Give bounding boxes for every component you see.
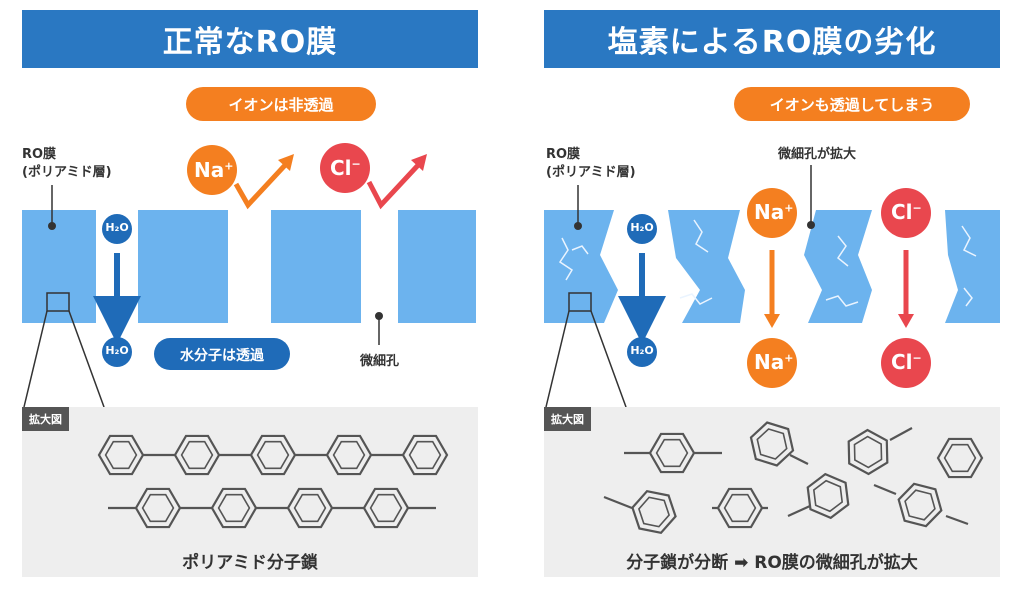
left-title: 正常なRO膜 (22, 10, 478, 68)
left-benzene-ring-row1-2 (249, 434, 297, 476)
left-pore-label: 微細孔 (360, 354, 400, 369)
right-na-top-ion (747, 188, 797, 238)
left-cl-arrow-head (411, 154, 427, 171)
right-benzene-ring-5 (631, 489, 677, 535)
right-na-arrow-head (764, 314, 780, 328)
right-title: 塩素によるRO膜の劣化 (544, 10, 1000, 68)
right-membrane-cracks (558, 219, 977, 307)
right-benzene-ring-8 (897, 482, 943, 528)
right-water-top-label: H₂O (630, 221, 654, 234)
left-ion-pill: イオンは非透過 (186, 87, 376, 121)
right-water-bottom-label: H₂O (630, 344, 654, 357)
left-water-top-icon (102, 214, 132, 244)
right-membrane-label-line2: (ポリアミド層) (546, 165, 636, 180)
right-benzene-ring-2 (749, 421, 795, 467)
right-na-bottom-ion (747, 338, 797, 388)
right-membrane (544, 210, 1000, 323)
right-cl-top-text: Cl (891, 200, 913, 224)
right-membrane-block-4 (945, 210, 1000, 323)
left-na-text: Na (194, 158, 225, 182)
right-membrane-block-3 (804, 210, 872, 323)
left-benzene-ring-row1-0 (97, 434, 145, 476)
right-benzene-ring-6 (716, 487, 764, 529)
left-water-bottom-label: H₂O (105, 344, 129, 357)
right-membrane-block-2 (668, 210, 745, 323)
left-membrane-block-3 (271, 210, 361, 323)
left-cl-ion (320, 143, 370, 193)
left-cl-label: Cl− (330, 156, 361, 180)
left-zoom-tag: 拡大図 (22, 407, 69, 431)
right-cl-top-label: Cl− (891, 200, 922, 224)
left-water-bottom-icon (102, 337, 132, 367)
right-cl-bottom-ion (881, 338, 931, 388)
left-caption: ポリアミド分子鎖 (182, 553, 318, 573)
right-pore-pointer-dot (807, 221, 815, 229)
left-zoom-panel (22, 407, 478, 577)
right-na-top-text: Na (754, 200, 785, 224)
left-membrane-label-line1: RO膜 (22, 147, 57, 162)
right-water-top-icon (627, 214, 657, 244)
left-cl-text: Cl (330, 156, 352, 180)
left-membrane (22, 210, 476, 323)
left-benzene-ring-row1-4 (401, 434, 449, 476)
left-benzene-ring-row2-2 (286, 487, 334, 529)
right-membrane-label: RO膜 (ポリアミド層) (546, 146, 636, 182)
right-membrane-pointer-dot (574, 222, 582, 230)
left-membrane-label-line2: (ポリアミド層) (22, 165, 112, 180)
left-membrane-block-4 (398, 210, 476, 323)
left-zoom-line-2 (68, 310, 105, 408)
left-water-top-label: H₂O (105, 221, 129, 234)
right-zoom-marker (568, 292, 592, 312)
right-cl-arrow-head (898, 314, 914, 328)
right-membrane-label-line1: RO膜 (546, 147, 581, 162)
left-benzene-ring-row1-1 (173, 434, 221, 476)
left-zoom-marker (46, 292, 70, 312)
right-benzene-ring-7 (806, 472, 850, 520)
left-membrane-pointer-dot (48, 222, 56, 230)
right-cl-top-ion (881, 188, 931, 238)
right-caption: 分子鎖が分断 ➡ RO膜の微細孔が拡大 (626, 553, 918, 573)
right-zoom-tag: 拡大図 (544, 407, 591, 431)
right-zoom-line-1 (545, 310, 570, 408)
right-cl-bottom-text: Cl (891, 350, 913, 374)
left-zoom-line-1 (23, 310, 48, 408)
left-benzene-ring-row2-1 (210, 487, 258, 529)
left-water-pill-bg (154, 338, 290, 370)
right-na-top-label: Na+ (754, 200, 794, 224)
left-cl-bounce-arrow (366, 160, 423, 210)
left-membrane-block-1 (22, 210, 96, 323)
right-na-bottom-label: Na+ (754, 350, 794, 374)
left-na-label: Na+ (194, 158, 234, 182)
right-pore-label: 微細孔が拡大 (778, 147, 857, 162)
left-benzene-ring-row2-0 (134, 487, 182, 529)
left-benzene-ring-row1-3 (325, 434, 373, 476)
left-membrane-block-2 (138, 210, 228, 323)
right-benzene-ring-4 (936, 437, 984, 479)
left-membrane-label: RO膜 (ポリアミド層) (22, 146, 112, 182)
left-benzene-ring-row2-3 (362, 487, 410, 529)
right-water-bottom-icon (627, 337, 657, 367)
right-benzene-ring-1 (648, 432, 696, 474)
left-na-ion (187, 145, 237, 195)
right-zoom-line-2 (590, 310, 627, 408)
left-na-bounce-arrow (233, 160, 290, 210)
right-ion-pill: イオンも透過してしまう (734, 87, 970, 121)
right-benzene-ring-3 (847, 428, 889, 476)
right-na-bottom-text: Na (754, 350, 785, 374)
right-cl-bottom-label: Cl− (891, 350, 922, 374)
left-water-pill-label: 水分子は透過 (180, 348, 264, 364)
left-na-arrow-head (278, 154, 294, 171)
